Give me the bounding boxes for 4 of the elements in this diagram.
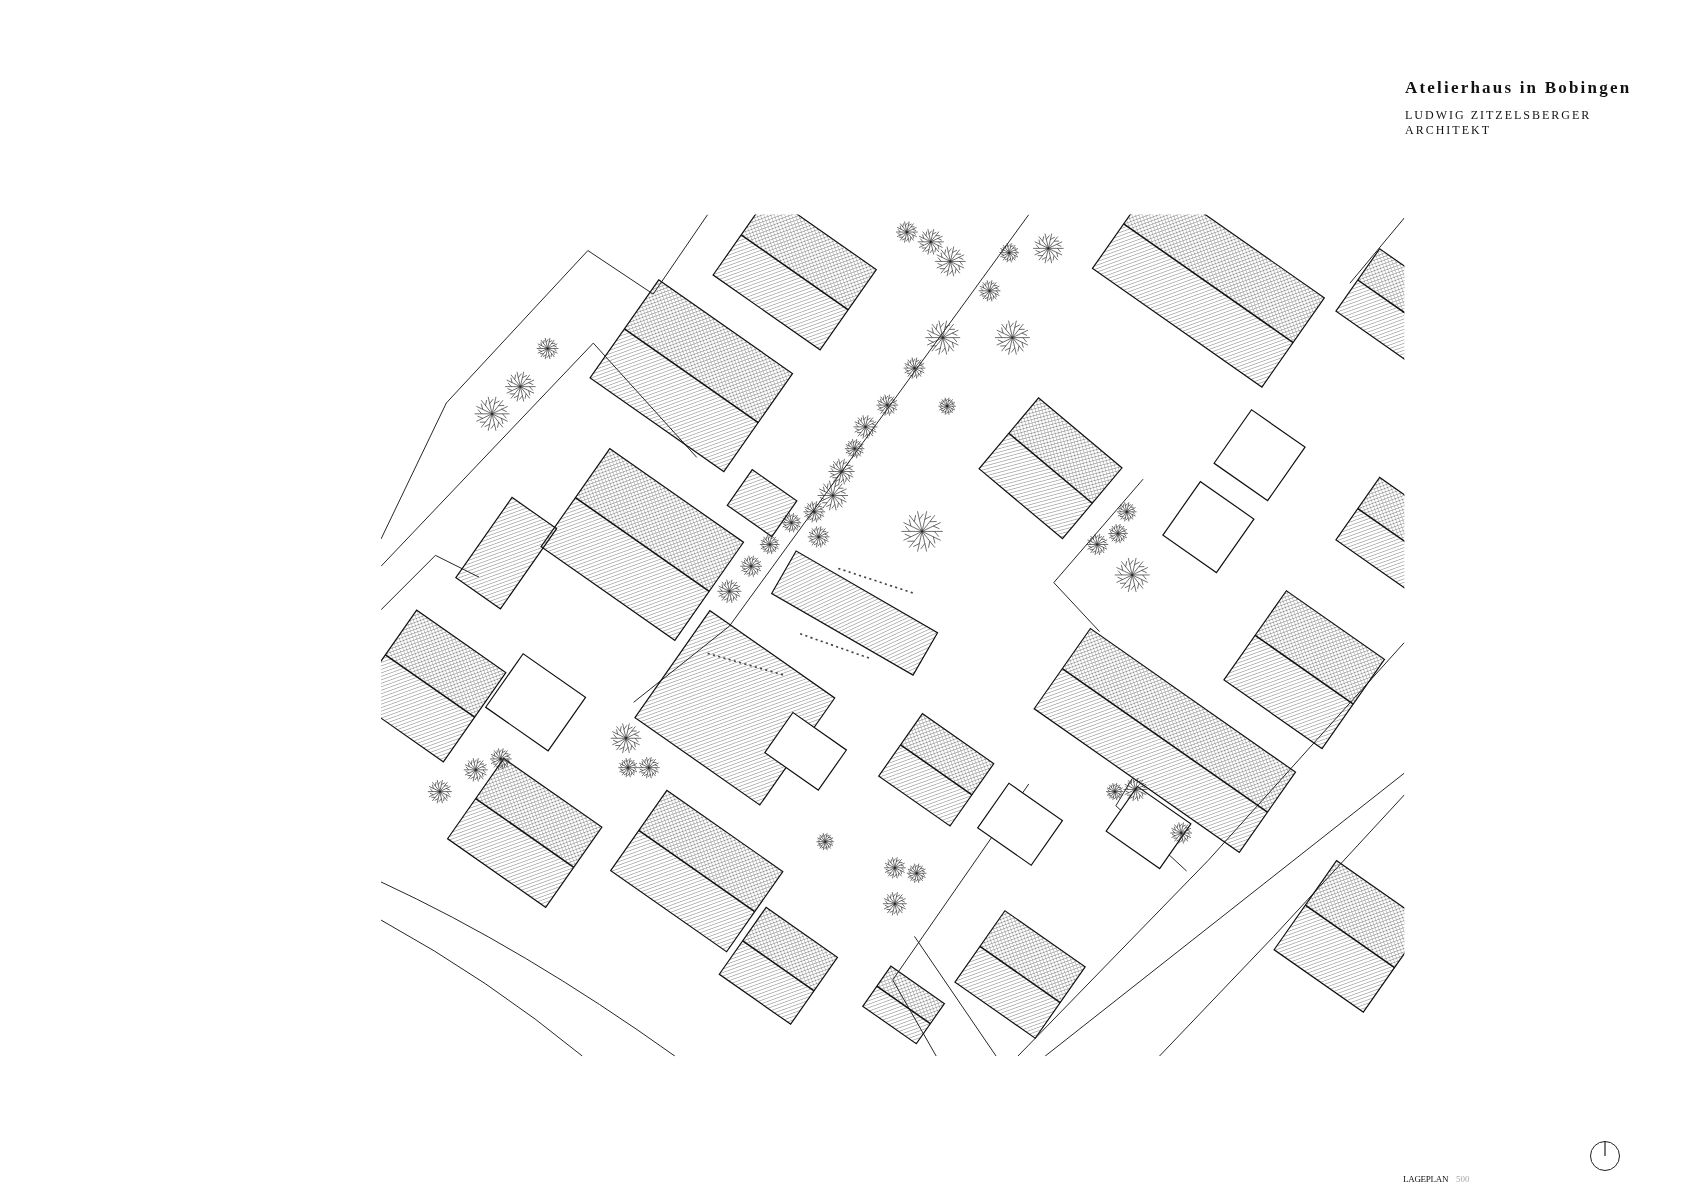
scale-label: 500 [1456,1174,1470,1184]
architect-name: LUDWIG ZITZELSBERGER ARCHITEKT [1405,108,1593,138]
title: Atelierhaus in Bobingen [1405,78,1632,98]
plan-type-label: LAGEPLAN [1403,1174,1449,1184]
